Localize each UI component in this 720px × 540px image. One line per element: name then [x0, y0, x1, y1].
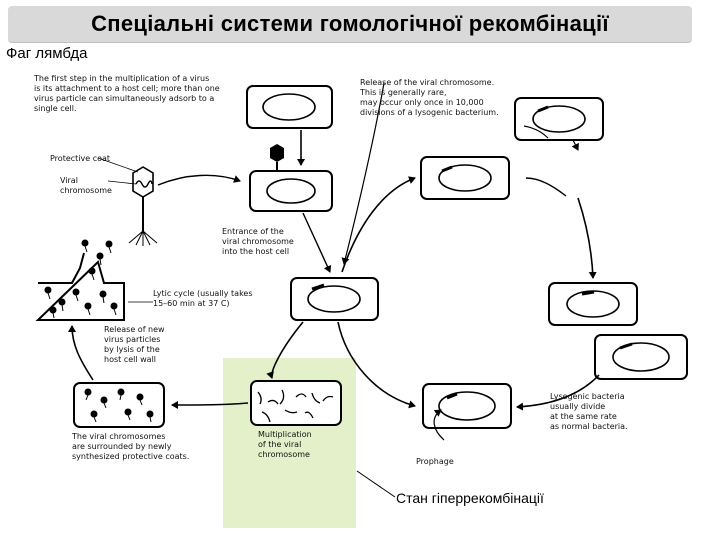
host-cell-adsorption — [246, 85, 333, 129]
lysogenic-cell-2 — [514, 97, 604, 141]
caption-lytic-cycle: Lytic cycle (usually takes 15–60 min at … — [153, 289, 253, 308]
lysogenic-cell-4 — [594, 334, 688, 380]
caption-release-new: Release of new virus particles by lysis … — [104, 325, 165, 364]
caption-prophage: Prophage — [416, 457, 454, 466]
hyperrecombination-pointer — [356, 470, 396, 498]
phage-particle-icon — [128, 166, 158, 246]
lysogenic-cell-3 — [548, 282, 638, 326]
caption-entrance: Entrance of the viral chromosome into th… — [222, 227, 294, 256]
caption-surrounded: The viral chromosomes are surrounded by … — [72, 432, 190, 461]
hyperrecombination-label: Стан гіперрекомбінації — [396, 490, 544, 506]
virus-particles-released — [44, 239, 118, 319]
caption-multiplication: Multiplication of the viral chromosome — [258, 430, 312, 459]
caption-release-viral: Release of the viral chromosome. This is… — [360, 78, 499, 117]
title-bar: Спеціальні системи гомологічної рекомбін… — [8, 6, 692, 42]
phage-attached-icon — [270, 144, 284, 172]
caption-protective-coat: Protective coat — [50, 154, 111, 163]
virus-particles-inside — [84, 388, 154, 423]
lysogenic-cell-5 — [422, 383, 512, 429]
host-cell-multiplication — [250, 380, 342, 426]
slide-subtitle: Фаг лямбда — [6, 45, 88, 62]
caption-viral-chromosome: Viral chromosome — [60, 176, 112, 195]
caption-lysogenic: Lysogenic bacteria usually divide at the… — [550, 392, 628, 431]
host-cell-central — [290, 277, 379, 321]
lysogenic-cell-1 — [420, 156, 510, 200]
caption-first-step: The first step in the multiplication of … — [34, 74, 220, 113]
host-cell-entrance — [249, 170, 333, 212]
slide-title: Спеціальні системи гомологічної рекомбін… — [91, 11, 609, 36]
